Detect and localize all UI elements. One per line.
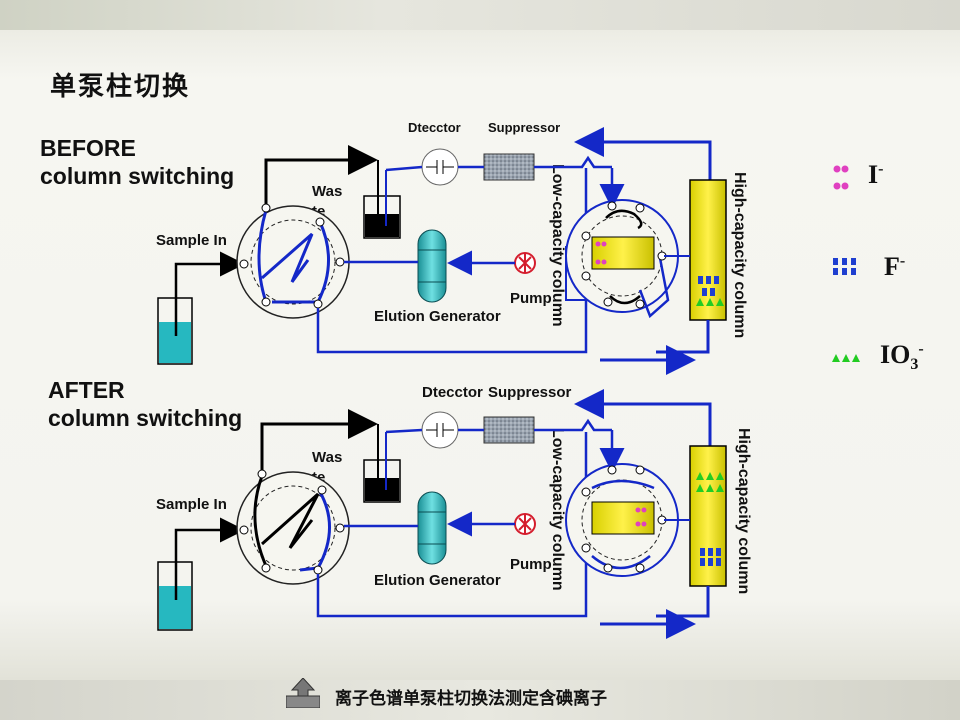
legend-iodate: IO3- [880, 340, 924, 374]
legend-iodide-ion: I [868, 160, 879, 189]
legend-fluoride: F- [884, 252, 905, 282]
after-high-capacity-label: High-capacity column [735, 428, 752, 595]
after-sample-in-label: Sample In [156, 496, 227, 513]
after-elution-generator [417, 491, 447, 565]
before-switching-valve [565, 168, 679, 319]
before-elution-generator [417, 229, 447, 303]
after-high-capacity-column [689, 445, 727, 587]
after-heading: AFTER column switching [48, 376, 242, 432]
before-suppressor-label: Suppressor [488, 120, 561, 135]
top-band [0, 0, 960, 30]
before-high-capacity-label: High-capacity column [731, 172, 748, 339]
after-injection-valve [236, 469, 350, 585]
before-suppressor [483, 153, 535, 181]
legend-fluoride-glyph [833, 258, 856, 275]
after-detector [421, 411, 459, 449]
bottom-band [0, 680, 960, 720]
after-suppressor-label: Suppressor [488, 384, 572, 401]
after-suppressor [483, 416, 535, 444]
before-high-capacity-column [689, 179, 727, 321]
before-sample-vial [157, 251, 245, 365]
before-waste-line1: Was [312, 183, 343, 200]
before-heading: BEFORE column switching [40, 134, 234, 190]
before-injection-valve [236, 203, 350, 319]
after-heading-line1: AFTER [48, 377, 125, 403]
before-detector-label: Dtecctor [408, 120, 461, 135]
legend-fluoride-ion: F [884, 252, 900, 281]
before-diagram [157, 127, 727, 375]
legend-iodide-glyph [833, 165, 849, 190]
after-heading-line2: column switching [48, 405, 243, 431]
before-sample-in-label: Sample In [156, 232, 227, 249]
before-waste-beaker [363, 160, 401, 239]
after-detector-label: Dtecctor [422, 384, 483, 401]
after-diagram [157, 389, 727, 639]
page-title: 单泵柱切换 [50, 72, 191, 102]
after-elution-generator-label: Elution Generator [374, 572, 501, 589]
after-low-capacity-label: Low-capacity column [549, 428, 566, 591]
before-heading-line1: BEFORE [40, 135, 136, 161]
legend-iodide-charge: - [878, 160, 884, 178]
legend-iodate-charge: - [918, 340, 924, 358]
after-waste-beaker [363, 424, 401, 503]
before-pump-label: Pump [510, 290, 552, 307]
before-elution-generator-label: Elution Generator [374, 308, 501, 325]
after-sample-vial [157, 517, 245, 631]
after-switching-valve [565, 430, 679, 577]
legend-iodate-sub: 3 [910, 356, 919, 374]
footer-caption[interactable]: 离子色谱单泵柱切换法测定含碘离子 [335, 689, 607, 709]
after-pump [447, 511, 536, 537]
after-waste-line1: Was [312, 449, 343, 466]
legend-iodide: I- [868, 160, 883, 190]
before-detector [421, 148, 459, 186]
before-heading-line2: column switching [40, 163, 235, 189]
legend-iodate-ion: IO [880, 340, 911, 369]
legend-iodate-glyph [832, 354, 860, 362]
after-pump-label: Pump [510, 556, 552, 573]
home-arrow-icon[interactable] [285, 677, 321, 709]
legend-fluoride-charge: - [899, 252, 906, 270]
before-pump [447, 250, 536, 276]
before-low-capacity-label: Low-capacity column [549, 164, 566, 327]
